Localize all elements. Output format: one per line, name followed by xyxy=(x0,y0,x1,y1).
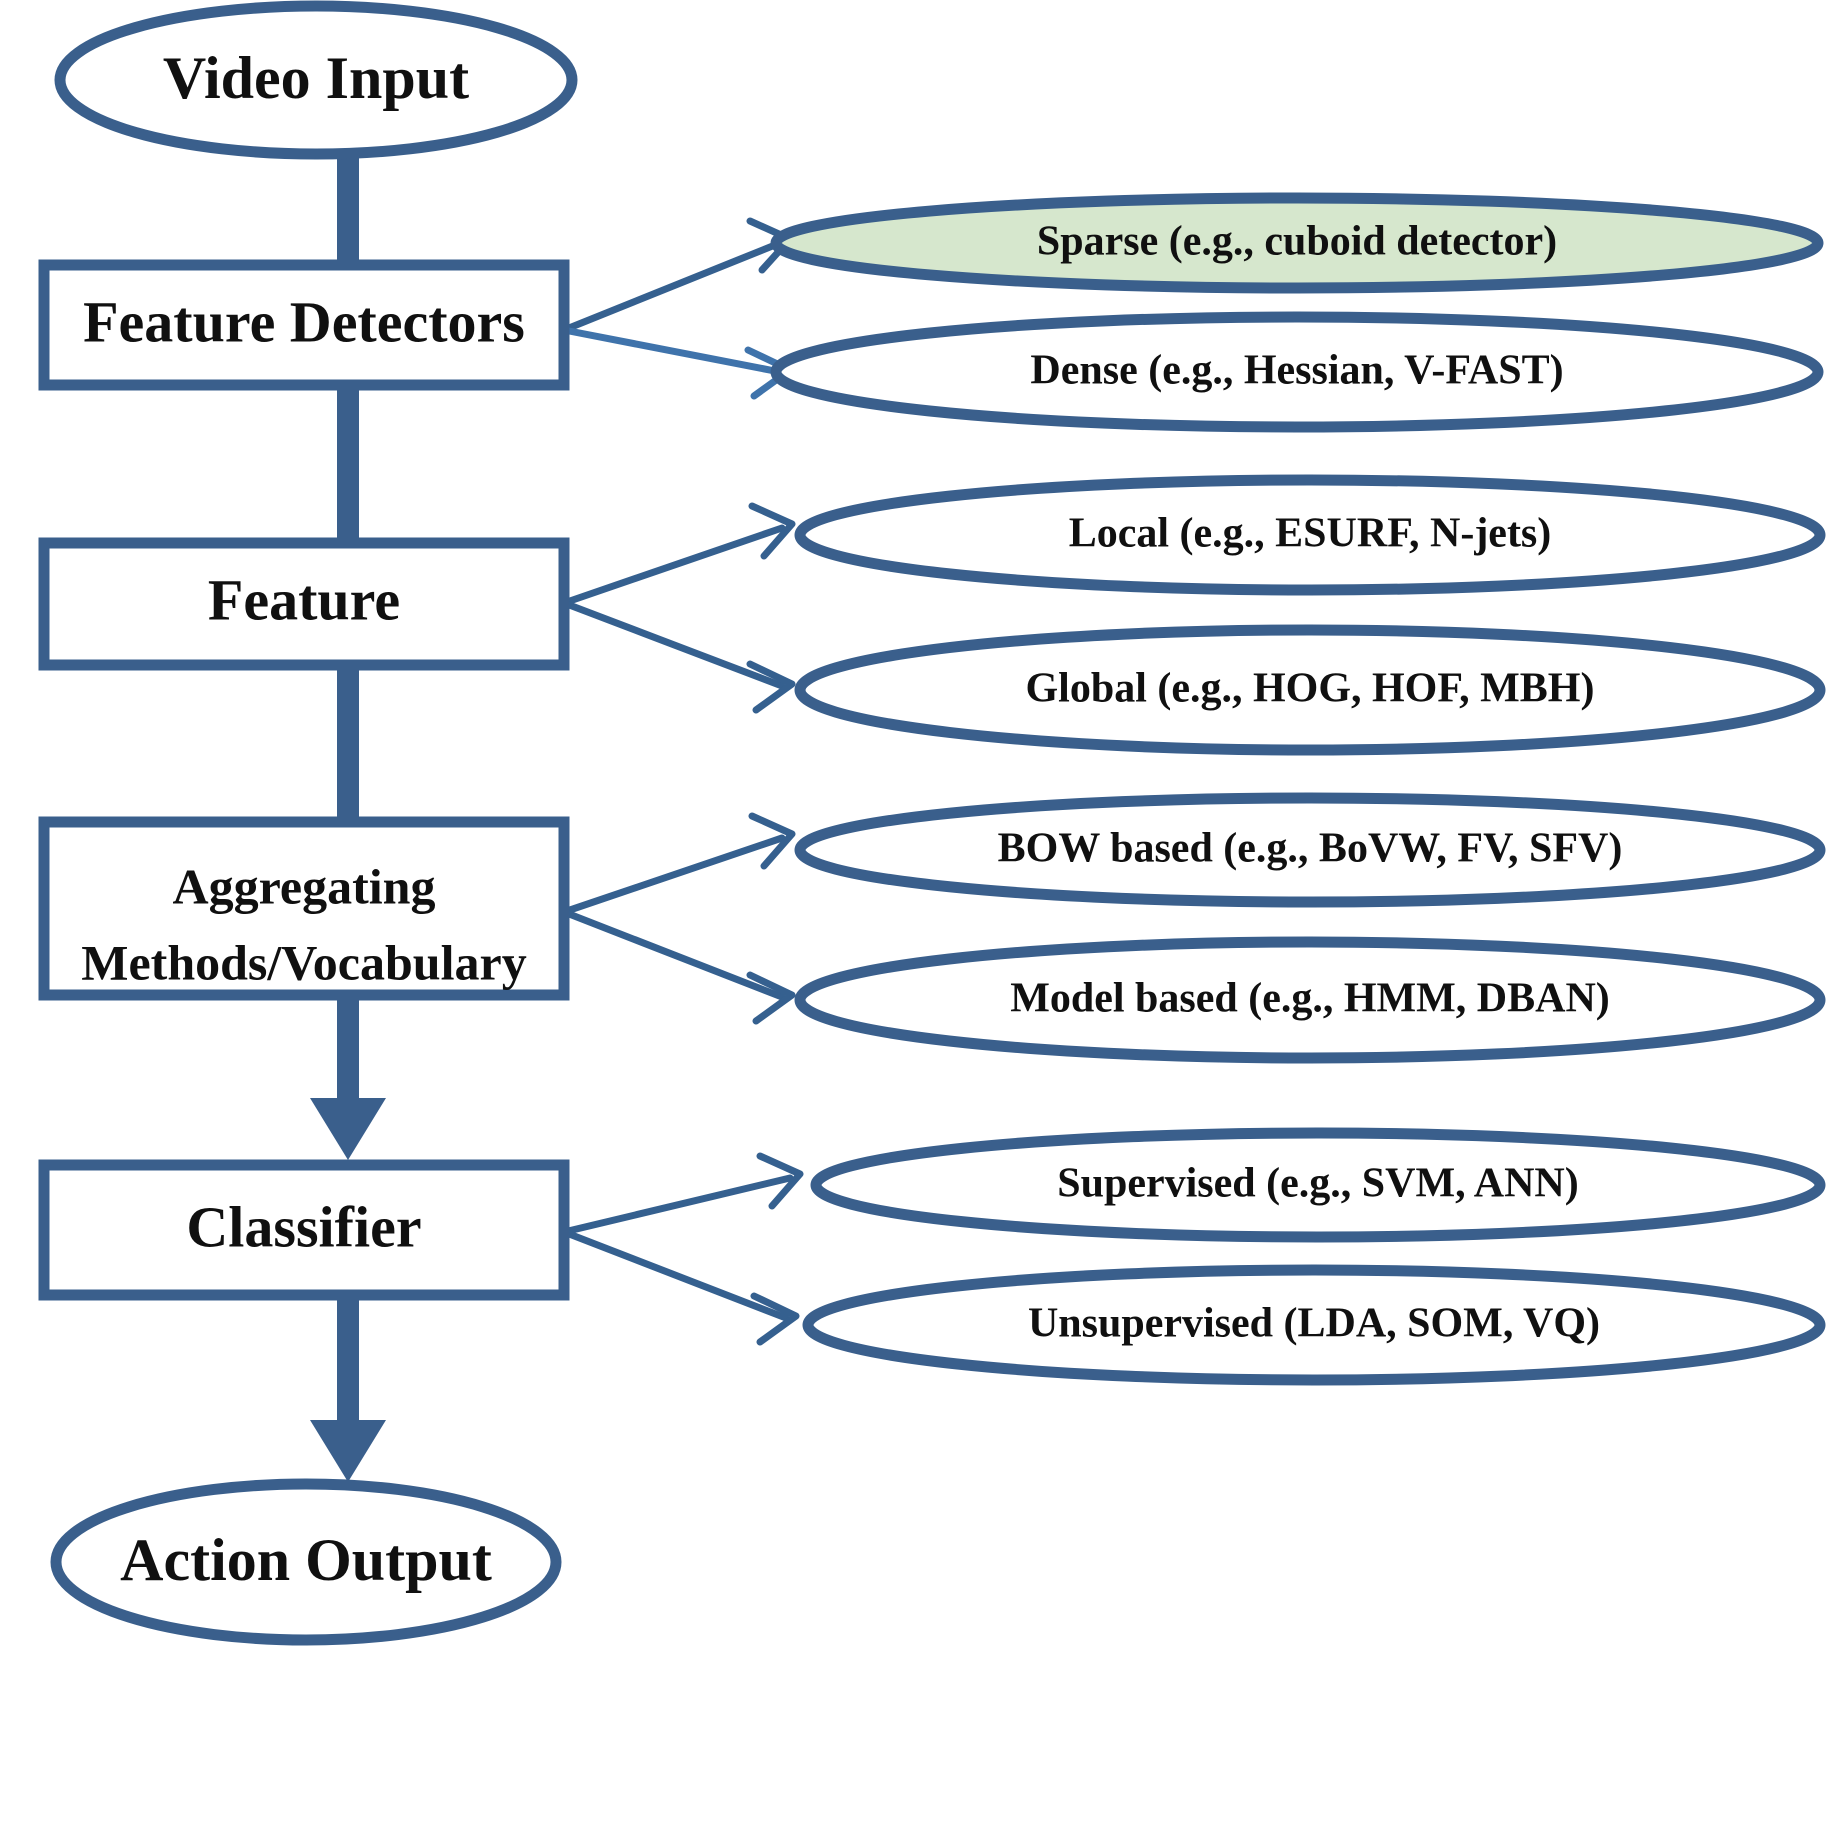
node-global-feature[interactable]: Global (e.g., HOG, HOF, MBH) xyxy=(794,624,1826,756)
node-supervised[interactable]: Supervised (e.g., SVM, ANN) xyxy=(810,1127,1826,1243)
node-local-feature[interactable]: Local (e.g., ESURF, N-jets) xyxy=(794,474,1826,596)
node-sparse-detector[interactable]: Sparse (e.g., cuboid detector) xyxy=(770,192,1824,294)
branch-connectors-aggregating xyxy=(560,812,796,1025)
node-dense-detector[interactable]: Dense (e.g., Hessian, V-FAST) xyxy=(770,311,1824,433)
node-classifier-label: Classifier xyxy=(186,1194,421,1259)
node-global-feature-label: Global (e.g., HOG, HOF, MBH) xyxy=(1026,666,1595,712)
node-bow-based[interactable]: BOW based (e.g., BoVW, FV, SFV) xyxy=(794,792,1826,908)
node-feature-detectors[interactable]: Feature Detectors xyxy=(38,259,570,391)
node-dense-detector-label: Dense (e.g., Hessian, V-FAST) xyxy=(1030,348,1563,394)
node-feature[interactable]: Feature xyxy=(38,537,570,671)
node-feature-detectors-label: Feature Detectors xyxy=(83,289,525,354)
node-aggregating-methods-label-line1: Aggregating xyxy=(173,858,436,914)
arrow-classifier-to-action-output xyxy=(310,1295,386,1482)
node-local-feature-label: Local (e.g., ESURF, N-jets) xyxy=(1069,511,1552,557)
node-model-based[interactable]: Model based (e.g., HMM, DBAN) xyxy=(794,936,1826,1064)
node-sparse-detector-label: Sparse (e.g., cuboid detector) xyxy=(1037,219,1557,265)
branch-connectors-classifier xyxy=(560,1152,804,1346)
node-unsupervised-label: Unsupervised (LDA, SOM, VQ) xyxy=(1028,1301,1600,1347)
node-action-output-label: Action Output xyxy=(120,1527,492,1593)
node-video-input[interactable]: Video Input xyxy=(54,0,578,160)
node-aggregating-methods-label-line2: Methods/Vocabulary xyxy=(81,934,526,990)
node-unsupervised[interactable]: Unsupervised (LDA, SOM, VQ) xyxy=(802,1264,1826,1386)
node-aggregating-methods[interactable]: Aggregating Methods/Vocabulary xyxy=(38,816,570,1001)
node-classifier[interactable]: Classifier xyxy=(38,1159,570,1301)
node-supervised-label: Supervised (e.g., SVM, ANN) xyxy=(1057,1161,1579,1207)
node-video-input-label: Video Input xyxy=(163,45,469,111)
node-bow-based-label: BOW based (e.g., BoVW, FV, SFV) xyxy=(998,826,1623,872)
node-action-output[interactable]: Action Output xyxy=(50,1478,562,1646)
node-feature-label: Feature xyxy=(208,567,400,632)
arrow-aggregating-to-classifier xyxy=(310,995,386,1160)
node-model-based-label: Model based (e.g., HMM, DBAN) xyxy=(1010,976,1610,1022)
branch-connectors-feature-detectors xyxy=(560,217,794,400)
branch-connectors-feature xyxy=(560,502,796,714)
